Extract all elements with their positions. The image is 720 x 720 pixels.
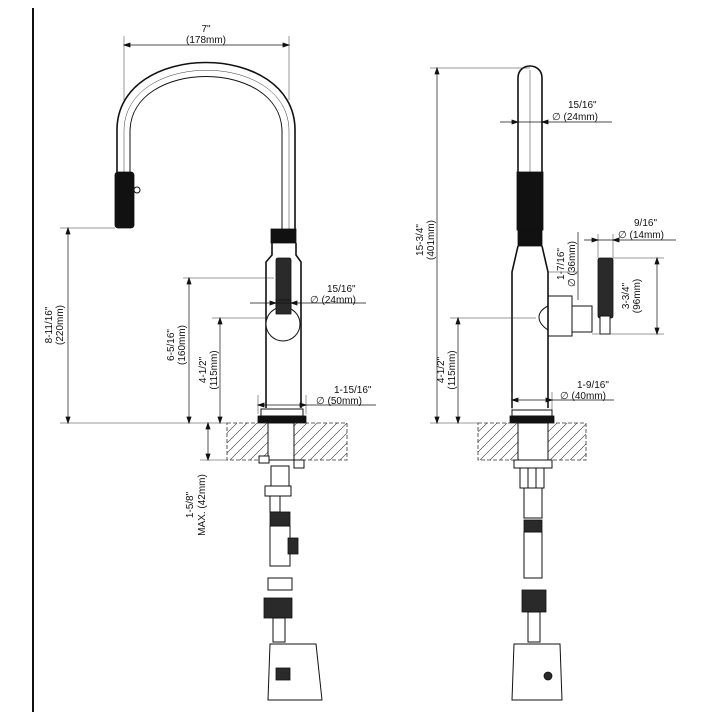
front-lever-height-dimension: 4-1/2" (115mm) xyxy=(198,316,268,425)
front-handle-height-in: 6-5/16" xyxy=(166,329,177,361)
side-body-dia-mm: ∅ (36mm) xyxy=(567,241,578,287)
side-lever-height-in: 4-1/2" xyxy=(436,356,447,383)
front-lever-height-mm: (115mm) xyxy=(209,350,220,389)
side-lever-height-dimension: 4-1/2" (115mm) xyxy=(436,316,536,425)
front-handle-dia-in: 15/16" xyxy=(327,284,356,295)
front-spout-height-mm: (220mm) xyxy=(55,305,66,345)
front-supply-assembly xyxy=(258,422,323,701)
front-handle-height-mm: (160mm) xyxy=(177,325,188,365)
front-handle-dia-mm: ∅ (24mm) xyxy=(310,295,356,306)
side-spout-diameter-dimension: 15/16" ∅ (24mm) xyxy=(500,100,612,125)
side-lever-len-in: 3-3/4" xyxy=(621,282,632,309)
front-collar xyxy=(270,228,297,244)
front-lever-height-in: 4-1/2" xyxy=(198,356,209,383)
front-view: 7" (178mm) 8-11/16" (220mm) 6-5/16" (160… xyxy=(44,24,376,701)
front-deck-mm: MAX. (42mm) xyxy=(197,474,208,536)
side-spout xyxy=(517,65,543,230)
side-collar xyxy=(517,229,543,247)
side-lever-len-mm: (96mm) xyxy=(632,279,643,313)
front-deck-in: 1-5/8" xyxy=(185,491,196,518)
side-base xyxy=(509,415,555,424)
front-body xyxy=(265,243,302,408)
side-spout-dia-in: 15/16" xyxy=(568,100,597,111)
side-lever-diameter-dimension: 9/16" ∅ (14mm) xyxy=(584,218,676,258)
front-handle-height-dimension: 6-5/16" (160mm) xyxy=(166,276,274,425)
side-body-diameter-dimension: 1-7/16" ∅ (36mm) xyxy=(548,232,579,300)
front-handle-diameter-dimension: 15/16" ∅ (24mm) xyxy=(250,284,366,306)
front-deck-dimension: 1-5/8" MAX. (42mm) xyxy=(185,421,228,536)
front-base xyxy=(257,415,307,424)
side-lever-dia-in: 9/16" xyxy=(634,218,657,229)
front-base-dia-in: 1-15/16" xyxy=(334,385,372,396)
front-width-dimension: 7" (178mm) xyxy=(122,24,291,100)
side-lever xyxy=(597,257,614,319)
front-width-mm: (178mm) xyxy=(186,35,226,46)
front-spout-height-in: 8-11/16" xyxy=(44,306,55,343)
side-lever-dia-mm: ∅ (14mm) xyxy=(618,230,664,241)
side-lever-height-mm: (115mm) xyxy=(447,350,458,389)
side-supply-assembly xyxy=(511,422,563,701)
side-base-diameter-dimension: 1-9/16" ∅ (40mm) xyxy=(510,380,614,410)
side-total-height-in: 15-3/4" xyxy=(415,224,426,256)
side-view: 15-3/4" (401mm) 15/16" ∅ (24mm) 1-7/16" … xyxy=(415,65,676,701)
front-spray-head xyxy=(114,171,135,229)
side-total-height-mm: (401mm) xyxy=(426,220,437,260)
side-lever-length-dimension: 3-3/4" (96mm) xyxy=(592,256,664,336)
side-lever-mount xyxy=(548,295,573,337)
side-spray-head xyxy=(516,171,544,231)
side-total-height-dimension: 15-3/4" (401mm) xyxy=(415,66,530,425)
front-base-dia-mm: ∅ (50mm) xyxy=(316,396,362,407)
front-base-diameter-dimension: 1-15/16" ∅ (50mm) xyxy=(256,385,376,414)
side-body-dia-in: 1-7/16" xyxy=(556,248,567,280)
front-spout xyxy=(116,61,296,230)
side-base-dia-mm: ∅ (40mm) xyxy=(560,391,606,402)
side-base-dia-in: 1-9/16" xyxy=(577,380,609,391)
front-spout-height-dimension: 8-11/16" (220mm) xyxy=(44,226,227,425)
side-body xyxy=(511,245,549,408)
side-spout-dia-mm: ∅ (24mm) xyxy=(552,112,598,123)
front-width-in: 7" xyxy=(201,24,211,35)
